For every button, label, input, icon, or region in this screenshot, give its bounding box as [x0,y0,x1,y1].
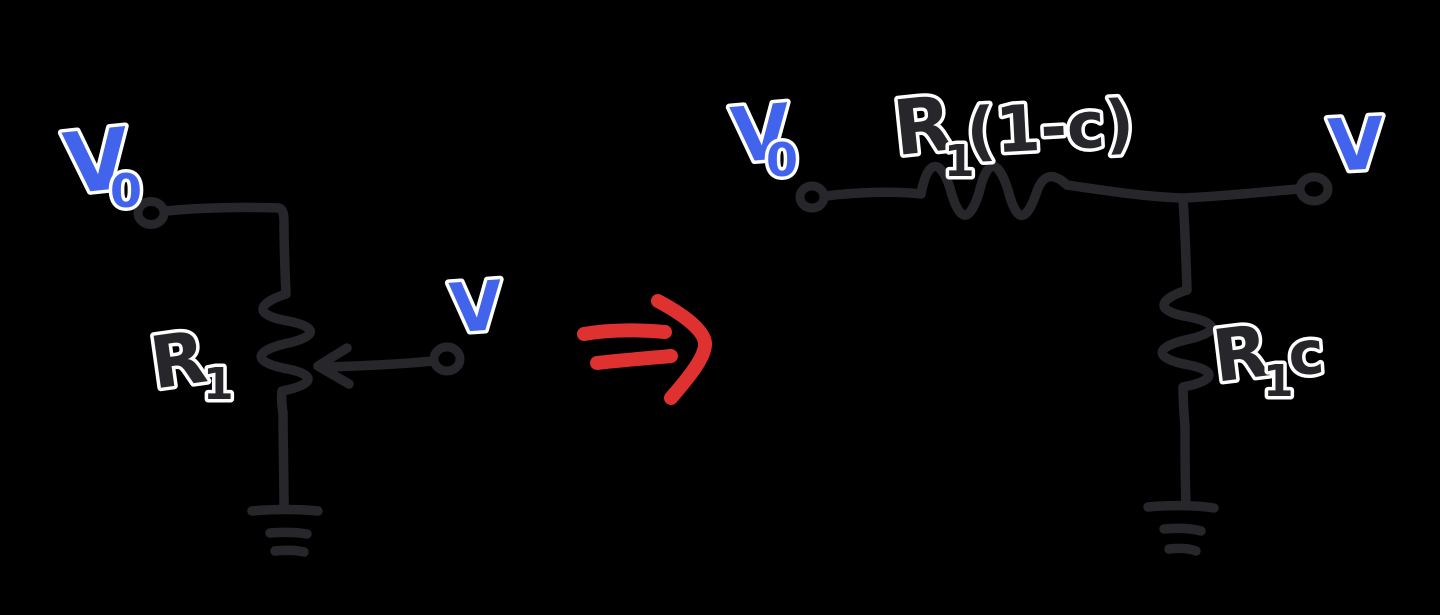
right-equivalent-circuit: V 0 R 1 (1-c) R 1 c V [724,75,1390,556]
left-v0-label: V [59,109,134,213]
right-v0-label: V [728,87,795,181]
right-ground-icon [1143,500,1219,556]
shunt-r-subscript: 1 [1263,356,1294,407]
shunt-r-suffix: c [1286,318,1326,390]
implies-arrow-icon [577,294,712,405]
left-r1-subscript: 1 [203,359,234,410]
wiper-arrow-icon [313,343,438,389]
ground-bar-long [1143,500,1219,513]
right-left-wire [821,187,926,201]
left-ground-icon [247,504,323,557]
right-input-terminal-icon [795,181,829,213]
wiper-arrow-shaft [322,356,438,372]
left-input-label: V 0 [56,106,146,222]
left-r1-label: R [145,315,212,406]
implies-arrow-chevron [651,294,712,405]
wiper-terminal-icon [429,342,465,376]
right-v0-subscript: 0 [766,133,798,187]
left-resistor-zigzag-icon [256,289,316,418]
junction-down-wire [1178,194,1192,295]
implies-arrow-bottom-bar [590,349,678,370]
right-bottom-wire [1180,422,1191,510]
series-r-label: R [889,78,957,173]
left-resistor-label: R 1 [142,311,238,413]
shunt-resistor-label: R 1 c [1205,305,1330,410]
right-input-label: V 0 [724,83,801,190]
wiper-arrow-head [313,343,354,389]
series-r-suffix: (1-c) [965,87,1136,170]
left-bottom-wire [278,408,289,511]
shunt-resistor-zigzag-icon [1157,285,1217,432]
left-v0-subscript: 0 [110,164,142,218]
ground-bar-mid [1159,523,1206,536]
right-output-terminal-icon [1295,172,1333,206]
right-v-label: V [1326,101,1386,188]
series-resistor-label: R 1 (1-c) [886,75,1140,191]
wiper-v-label: V [447,267,505,350]
ground-bar-short [1164,543,1201,556]
left-top-wire [161,202,291,299]
series-resistor-zigzag-icon [916,161,1072,221]
ground-bar-mid [265,527,312,539]
ground-bar-long [247,504,323,516]
shunt-r-label: R [1208,309,1273,399]
left-potentiometer-circuit: V 0 R 1 V [56,106,509,557]
series-r-subscript: 1 [944,136,975,187]
ground-bar-short [270,545,309,557]
implies-arrow-top-bar [577,323,672,341]
